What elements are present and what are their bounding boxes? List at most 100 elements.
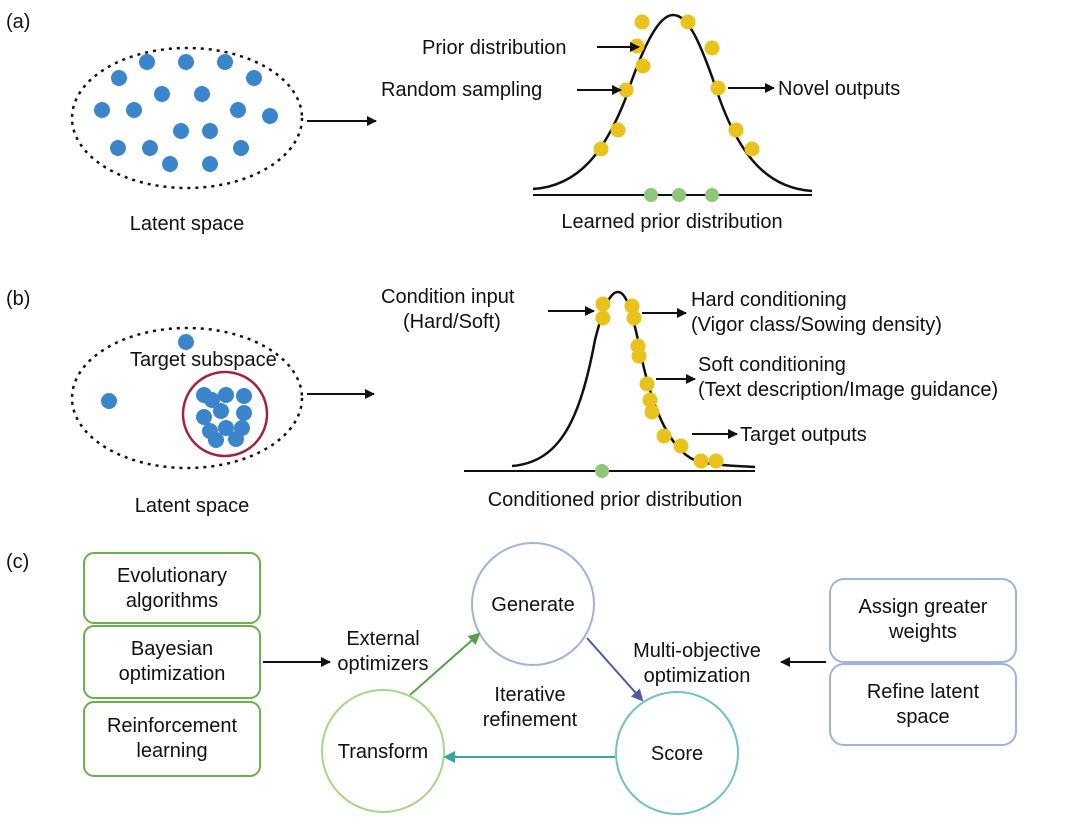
latent-dot [126, 102, 142, 118]
sample-dot [618, 82, 634, 98]
latent-dot [236, 388, 252, 404]
sample-dot [708, 453, 724, 469]
latent-space-ellipse-b [70, 326, 304, 470]
latent-dot [142, 140, 158, 156]
method-bayesian-line1: Bayesian [131, 638, 213, 660]
arrow-right-icon [586, 637, 644, 702]
assign-weights-line1: Assign greater [859, 596, 988, 618]
latent-space-label-a: Latent space [130, 213, 245, 235]
latent-dot [101, 393, 117, 409]
sample-dot [642, 392, 658, 408]
latent-dot [173, 123, 189, 139]
sample-dot [624, 298, 640, 314]
learned-prior-caption: Learned prior distribution [561, 211, 782, 233]
sample-dot [639, 376, 655, 392]
sample-dots-a [593, 14, 760, 157]
method-bayesian-line2: optimization [119, 663, 226, 685]
latent-dot [196, 409, 212, 425]
latent-dot [178, 334, 194, 350]
latent-dot [204, 392, 220, 408]
latent-dot [110, 140, 126, 156]
refine-latent-box [829, 663, 1017, 746]
score-label: Score [651, 743, 703, 765]
sample-dot [704, 40, 720, 56]
method-box-evolutionary [83, 552, 261, 624]
sample-dots-b [595, 296, 724, 469]
clustered-dots-b [196, 387, 252, 448]
latent-dot [139, 54, 155, 70]
refine-latent-line2: space [896, 706, 949, 728]
panel-a: (a) Latent space [6, 11, 900, 235]
latent-dot [94, 102, 110, 118]
base-dots-a [644, 188, 719, 202]
latent-dots-a [94, 54, 278, 172]
arrow-right-icon [409, 632, 481, 696]
base-dot [705, 188, 719, 202]
score-circle [615, 691, 739, 815]
base-dot [672, 188, 686, 202]
soft-conditioning-line2: (Text description/Image guidance) [698, 379, 998, 401]
sample-dot [635, 58, 651, 74]
target-subspace-label: Target subspace [130, 349, 277, 371]
sample-dot [631, 348, 647, 364]
assign-weights-box [829, 578, 1017, 663]
sample-dot [595, 310, 611, 326]
latent-dot [218, 387, 234, 403]
novel-outputs-label: Novel outputs [778, 78, 900, 100]
latent-dot [194, 86, 210, 102]
latent-dot [233, 140, 249, 156]
latent-dot [246, 70, 262, 86]
hard-conditioning-line1: Hard conditioning [691, 289, 847, 311]
generate-label: Generate [491, 594, 574, 616]
sample-dot [626, 310, 642, 326]
latent-space-label-b: Latent space [135, 495, 250, 517]
prior-distribution-label: Prior distribution [422, 37, 567, 59]
sample-dot [593, 141, 609, 157]
sample-dot [595, 296, 611, 312]
method-box-reinforcement [83, 701, 261, 777]
latent-dot [208, 432, 224, 448]
soft-conditioning-line1: Soft conditioning [698, 354, 846, 376]
learned-prior-curve [532, 13, 813, 193]
multi-objective-line1: Multi-objective [633, 640, 761, 662]
latent-dot [178, 54, 194, 70]
latent-dot [218, 420, 234, 436]
panel-c-label: (c) [6, 551, 29, 573]
sample-dot [744, 141, 760, 157]
condition-input-line2: (Hard/Soft) [403, 311, 501, 333]
sample-dot [634, 14, 650, 30]
refine-latent-line1: Refine latent [867, 681, 980, 703]
sample-dot [710, 80, 726, 96]
iterative-refinement-line1: Iterative [494, 684, 565, 706]
method-reinforcement-line2: learning [136, 740, 207, 762]
latent-dot [217, 54, 233, 70]
panel-c: (c) Evolutionary algorithms Bayesian opt… [6, 542, 1017, 815]
panel-b: (b) Target subspace Latent space [6, 286, 998, 517]
sample-dot [680, 14, 696, 30]
latent-dot [162, 156, 178, 172]
latent-dot [230, 102, 246, 118]
hard-conditioning-line2: (Vigor class/Sowing density) [691, 314, 942, 336]
target-outputs-label: Target outputs [740, 424, 867, 446]
latent-dot [236, 405, 252, 421]
panel-a-label: (a) [6, 11, 30, 33]
panel-b-label: (b) [6, 288, 30, 310]
sample-dot [656, 428, 672, 444]
base-dot [595, 464, 609, 478]
generate-circle [471, 542, 595, 666]
random-sampling-label: Random sampling [381, 79, 542, 101]
sample-dot [644, 404, 660, 420]
target-subspace-circle [181, 370, 269, 458]
method-evolutionary-line2: algorithms [126, 590, 218, 612]
multi-objective-line2: optimization [644, 665, 751, 687]
latent-dot [262, 108, 278, 124]
method-reinforcement-line1: Reinforcement [107, 715, 238, 737]
base-dot [644, 188, 658, 202]
sample-dot [673, 438, 689, 454]
conditioned-prior-caption: Conditioned prior distribution [488, 489, 743, 511]
method-evolutionary-line1: Evolutionary [117, 565, 227, 587]
external-optimizers-line2: optimizers [337, 653, 428, 675]
latent-dot [202, 123, 218, 139]
sample-dot [728, 122, 744, 138]
